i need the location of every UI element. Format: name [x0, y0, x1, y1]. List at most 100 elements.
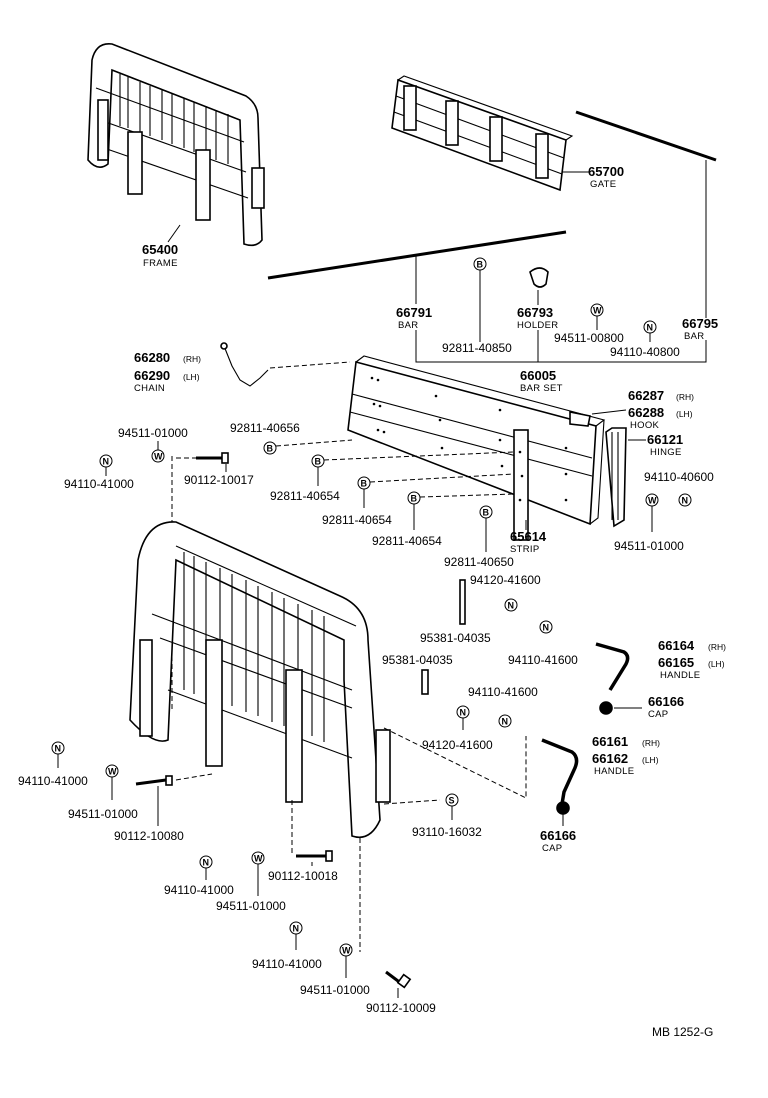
hook-rh-side: (RH) — [676, 392, 694, 402]
nut-94110-41600-b-pn: 94110-41600 — [468, 685, 538, 699]
handle-lh-upper-side: (LH) — [708, 659, 725, 669]
handle-rh-upper-side: (RH) — [708, 642, 726, 652]
bolt-90112-10018-pn: 90112-10018 — [268, 869, 338, 883]
stud-94120-41600-a-pn: 94120-41600 — [470, 573, 541, 587]
symbol-b-icon: B — [361, 479, 368, 489]
hinge-drawing — [605, 427, 627, 528]
chain-lh-pn: 66290 — [134, 368, 170, 383]
symbol-n-icon: N — [502, 717, 509, 727]
bar-66791-pn: 66791 — [396, 305, 432, 320]
bolt-92811-40654-b-pn: 92811-40654 — [322, 513, 392, 527]
washer-94511-00800-pn: 94511-00800 — [554, 331, 624, 345]
chain-rh-pn: 66280 — [134, 350, 170, 365]
bolt-90112-10009-drawing — [385, 970, 412, 989]
bolt-90112-10017-pn: 90112-10017 — [184, 473, 254, 487]
symbol-w-icon: W — [342, 946, 351, 956]
screw-93110-16032-pn: 93110-16032 — [412, 825, 482, 839]
bar-set-name: BAR SET — [520, 383, 563, 394]
bolt-92811-40656-pn: 92811-40656 — [230, 421, 300, 435]
strip-name: STRIP — [510, 544, 539, 555]
symbol-w-icon: W — [254, 854, 263, 864]
gate-pn: 65700 — [588, 164, 624, 179]
hinge-pn: 66121 — [647, 432, 683, 447]
diagram-code: MB 1252-G — [652, 1025, 713, 1039]
nut-94110-40800-pn: 94110-40800 — [610, 345, 680, 359]
pin-95381-04035-b-pn: 95381-04035 — [382, 653, 453, 667]
symbol-b-icon: B — [483, 508, 490, 518]
stud-94120-41600-b-pn: 94120-41600 — [422, 738, 493, 752]
bolt-92811-40654-a-pn: 92811-40654 — [270, 489, 340, 503]
symbol-b-icon: B — [477, 260, 484, 270]
bolt-92811-40654-c-pn: 92811-40654 — [372, 534, 442, 548]
symbol-n-icon: N — [55, 744, 62, 754]
gate-name: GATE — [590, 179, 616, 190]
symbol-n-icon: N — [460, 708, 467, 718]
washer-94511-01000-c-pn: 94511-01000 — [68, 807, 138, 821]
gate-drawing — [391, 75, 574, 192]
bolt-92811-40850-pn: 92811-40850 — [442, 341, 512, 355]
symbol-s-icon: S — [449, 796, 455, 806]
washer-94511-01000-d-pn: 94511-01000 — [216, 899, 286, 913]
bolt-92811-40650-pn: 92811-40650 — [444, 555, 514, 569]
symbol-n-icon: N — [682, 496, 689, 506]
frame-top-pn: 65400 — [142, 242, 178, 257]
handle-rh-lower-pn: 66161 — [592, 734, 628, 749]
bar-set-pn: 66005 — [520, 368, 556, 383]
chain-lh-side: (LH) — [183, 372, 200, 382]
nut-94110-40600-pn: 94110-40600 — [644, 470, 714, 484]
bolt-90112-10080-drawing — [135, 775, 173, 786]
bolt-90112-10017-drawing — [196, 452, 229, 464]
handle-rh-upper-pn: 66164 — [658, 638, 695, 653]
frame-large-drawing — [129, 521, 391, 839]
bar-66795-pn: 66795 — [682, 316, 718, 331]
symbol-n-icon: N — [103, 457, 110, 467]
symbol-w-icon: W — [648, 496, 657, 506]
handle-rh-lower-side: (RH) — [642, 738, 660, 748]
hook-lh-side: (LH) — [676, 409, 693, 419]
symbol-w-icon: W — [108, 767, 117, 777]
frame-top-drawing — [87, 43, 265, 247]
symbol-n-icon: N — [647, 323, 654, 333]
body-panel-drawing — [347, 355, 606, 541]
symbol-b-icon: B — [315, 457, 322, 467]
bar-66791-name: BAR — [398, 320, 418, 331]
handle-name-upper: HANDLE — [660, 670, 700, 681]
symbol-n-icon: N — [293, 924, 300, 934]
symbol-n-icon: N — [508, 601, 515, 611]
cap-upper-name: CAP — [648, 709, 668, 720]
chain-rh-side: (RH) — [183, 354, 201, 364]
strip-pn: 65614 — [510, 529, 547, 544]
washer-94511-01000-a-pn: 94511-01000 — [118, 426, 188, 440]
cap-upper-pn: 66166 — [648, 694, 684, 709]
nut-94110-41000-d-pn: 94110-41000 — [252, 957, 322, 971]
hook-name: HOOK — [630, 420, 660, 431]
symbol-b-icon: B — [267, 444, 274, 454]
handle-lh-upper-pn: 66165 — [658, 655, 694, 670]
handle-lh-lower-side: (LH) — [642, 755, 659, 765]
bolt-90112-10018-drawing — [296, 850, 333, 862]
handle-lh-lower-pn: 66162 — [592, 751, 628, 766]
nut-94110-41000-c-pn: 94110-41000 — [164, 883, 234, 897]
chain-name: CHAIN — [134, 383, 165, 394]
bolt-90112-10009-pn: 90112-10009 — [366, 1001, 436, 1015]
frame-top-name: FRAME — [143, 258, 178, 269]
holder-name: HOLDER — [517, 320, 558, 331]
symbol-b-icon: B — [411, 494, 418, 504]
cap-lower-name: CAP — [542, 843, 562, 854]
washer-94511-01000-b-pn: 94511-01000 — [614, 539, 684, 553]
hook-lh-pn: 66288 — [628, 405, 664, 420]
bar-66795-name: BAR — [684, 331, 704, 342]
cap-lower-pn: 66166 — [540, 828, 576, 843]
symbol-n-icon: N — [203, 858, 210, 868]
symbol-n-icon: N — [543, 623, 550, 633]
chain-drawing — [220, 342, 269, 387]
nut-94110-41000-a-pn: 94110-41000 — [64, 477, 134, 491]
pin-95381-04035-a-pn: 95381-04035 — [420, 631, 491, 645]
nut-94110-41000-b-pn: 94110-41000 — [18, 774, 88, 788]
washer-94511-01000-e-pn: 94511-01000 — [300, 983, 370, 997]
symbol-w-icon: W — [154, 452, 163, 462]
holder-pn: 66793 — [517, 305, 553, 320]
hook-rh-pn: 66287 — [628, 388, 664, 403]
handle-name-lower: HANDLE — [594, 766, 634, 777]
